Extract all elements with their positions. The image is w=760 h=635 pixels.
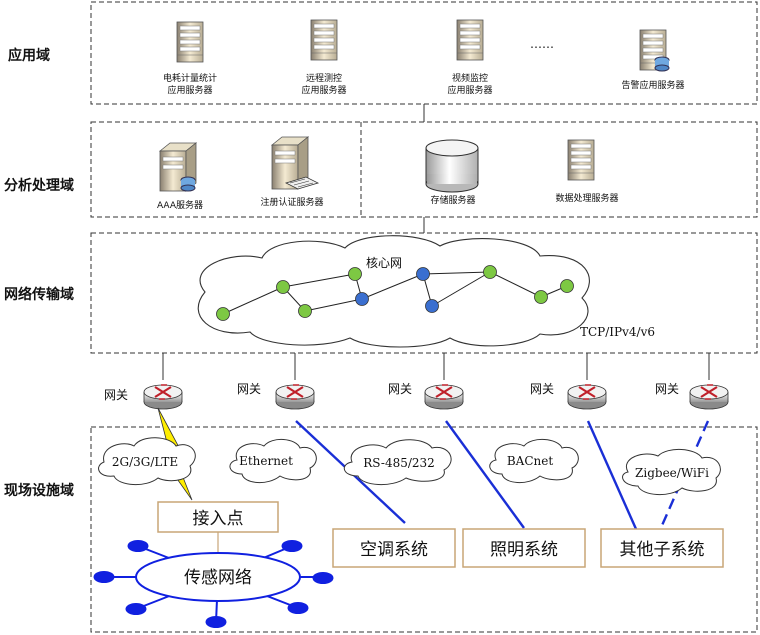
server-icon [176,21,204,63]
system-box: 照明系统 [462,528,586,568]
sensor-network: 传感网络 [93,540,334,628]
field-cloud [229,439,317,483]
gateway-label: 网关 [655,382,679,396]
field-cloud-label: BACnet [507,454,553,468]
app-server-label: 应用服务器 [167,84,212,96]
network-node [216,307,230,321]
server-icon [310,19,338,61]
gateway-uplinks [162,353,710,380]
app-server-label: 电耗计量统计 [163,72,217,84]
sensor-node [125,603,147,615]
field-cloud-label: 2G/3G/LTE [112,455,178,469]
sensor-node [281,540,303,552]
domain-label-network: 网络传输域 [4,287,74,303]
system-label: 照明系统 [490,540,558,560]
data-processing-server-icon [567,139,595,181]
server-icon [639,29,670,72]
field-cloud [489,439,579,483]
field-cloud-label: Zigbee/WiFi [635,466,709,480]
core-network-label: 核心网 [366,256,402,270]
gateway-label: 网关 [104,388,128,402]
network-node [276,280,290,294]
gateway-label: 网关 [388,382,412,396]
sensor-node [127,540,149,552]
register-server-label: 注册认证服务器 [260,196,323,208]
app-server-label: 告警应用服务器 [621,79,684,91]
field-cloud-label: RS-485/232 [363,456,435,470]
router-icon [423,383,465,411]
aaa-server-label: AAA服务器 [157,199,203,211]
router-icon [142,383,184,411]
router-icon [274,383,316,411]
storage-cylinder-icon [425,139,479,193]
access-point-label: 接入点 [193,509,244,529]
region-field [90,426,758,633]
domain-label-application: 应用域 [8,48,50,64]
network-node [534,290,548,304]
sensor-node [312,572,334,584]
network-node [348,267,362,281]
network-node [560,279,574,293]
network-node [416,267,430,281]
sensor-node [93,571,115,583]
core-network-nodes [216,265,574,321]
network-node [425,299,439,313]
core-network-cloud [197,235,590,348]
network-node [355,292,369,306]
data-processing-server-label: 数据处理服务器 [555,192,618,204]
protocol-label: TCP/IPv4/v6 [580,325,655,339]
field-cloud-label: Ethernet [239,454,293,468]
app-server-label: 应用服务器 [447,84,492,96]
domain-label-field: 现场设施域 [4,483,74,499]
domain-label-analysis: 分析处理域 [4,178,74,194]
gateway-label: 网关 [237,382,261,396]
system-box: 其他子系统 [600,528,724,568]
sensor-network-label: 传感网络 [184,568,252,588]
gateway-label: 网关 [530,382,554,396]
access-point-box: 接入点 [157,501,279,533]
server-icon [456,19,484,61]
field-cloud [622,449,721,495]
field-cloud [98,437,196,485]
aaa-server-icon [158,142,198,192]
register-server-icon [270,136,320,190]
system-box: 空调系统 [332,528,456,568]
system-label: 空调系统 [360,540,428,560]
sensor-node [287,602,309,614]
app-server-label: 应用服务器 [301,84,346,96]
sensor-node [205,616,227,628]
app-server-label: 视频监控 [452,72,488,84]
ellipsis-text: …… [530,37,554,51]
field-cloud [343,439,452,485]
storage-server-label: 存储服务器 [430,194,475,206]
router-icon [688,383,730,411]
router-icon [566,383,608,411]
app-server-label: 远程测控 [306,72,342,84]
system-label: 其他子系统 [620,540,705,560]
network-node [483,265,497,279]
network-node [298,304,312,318]
